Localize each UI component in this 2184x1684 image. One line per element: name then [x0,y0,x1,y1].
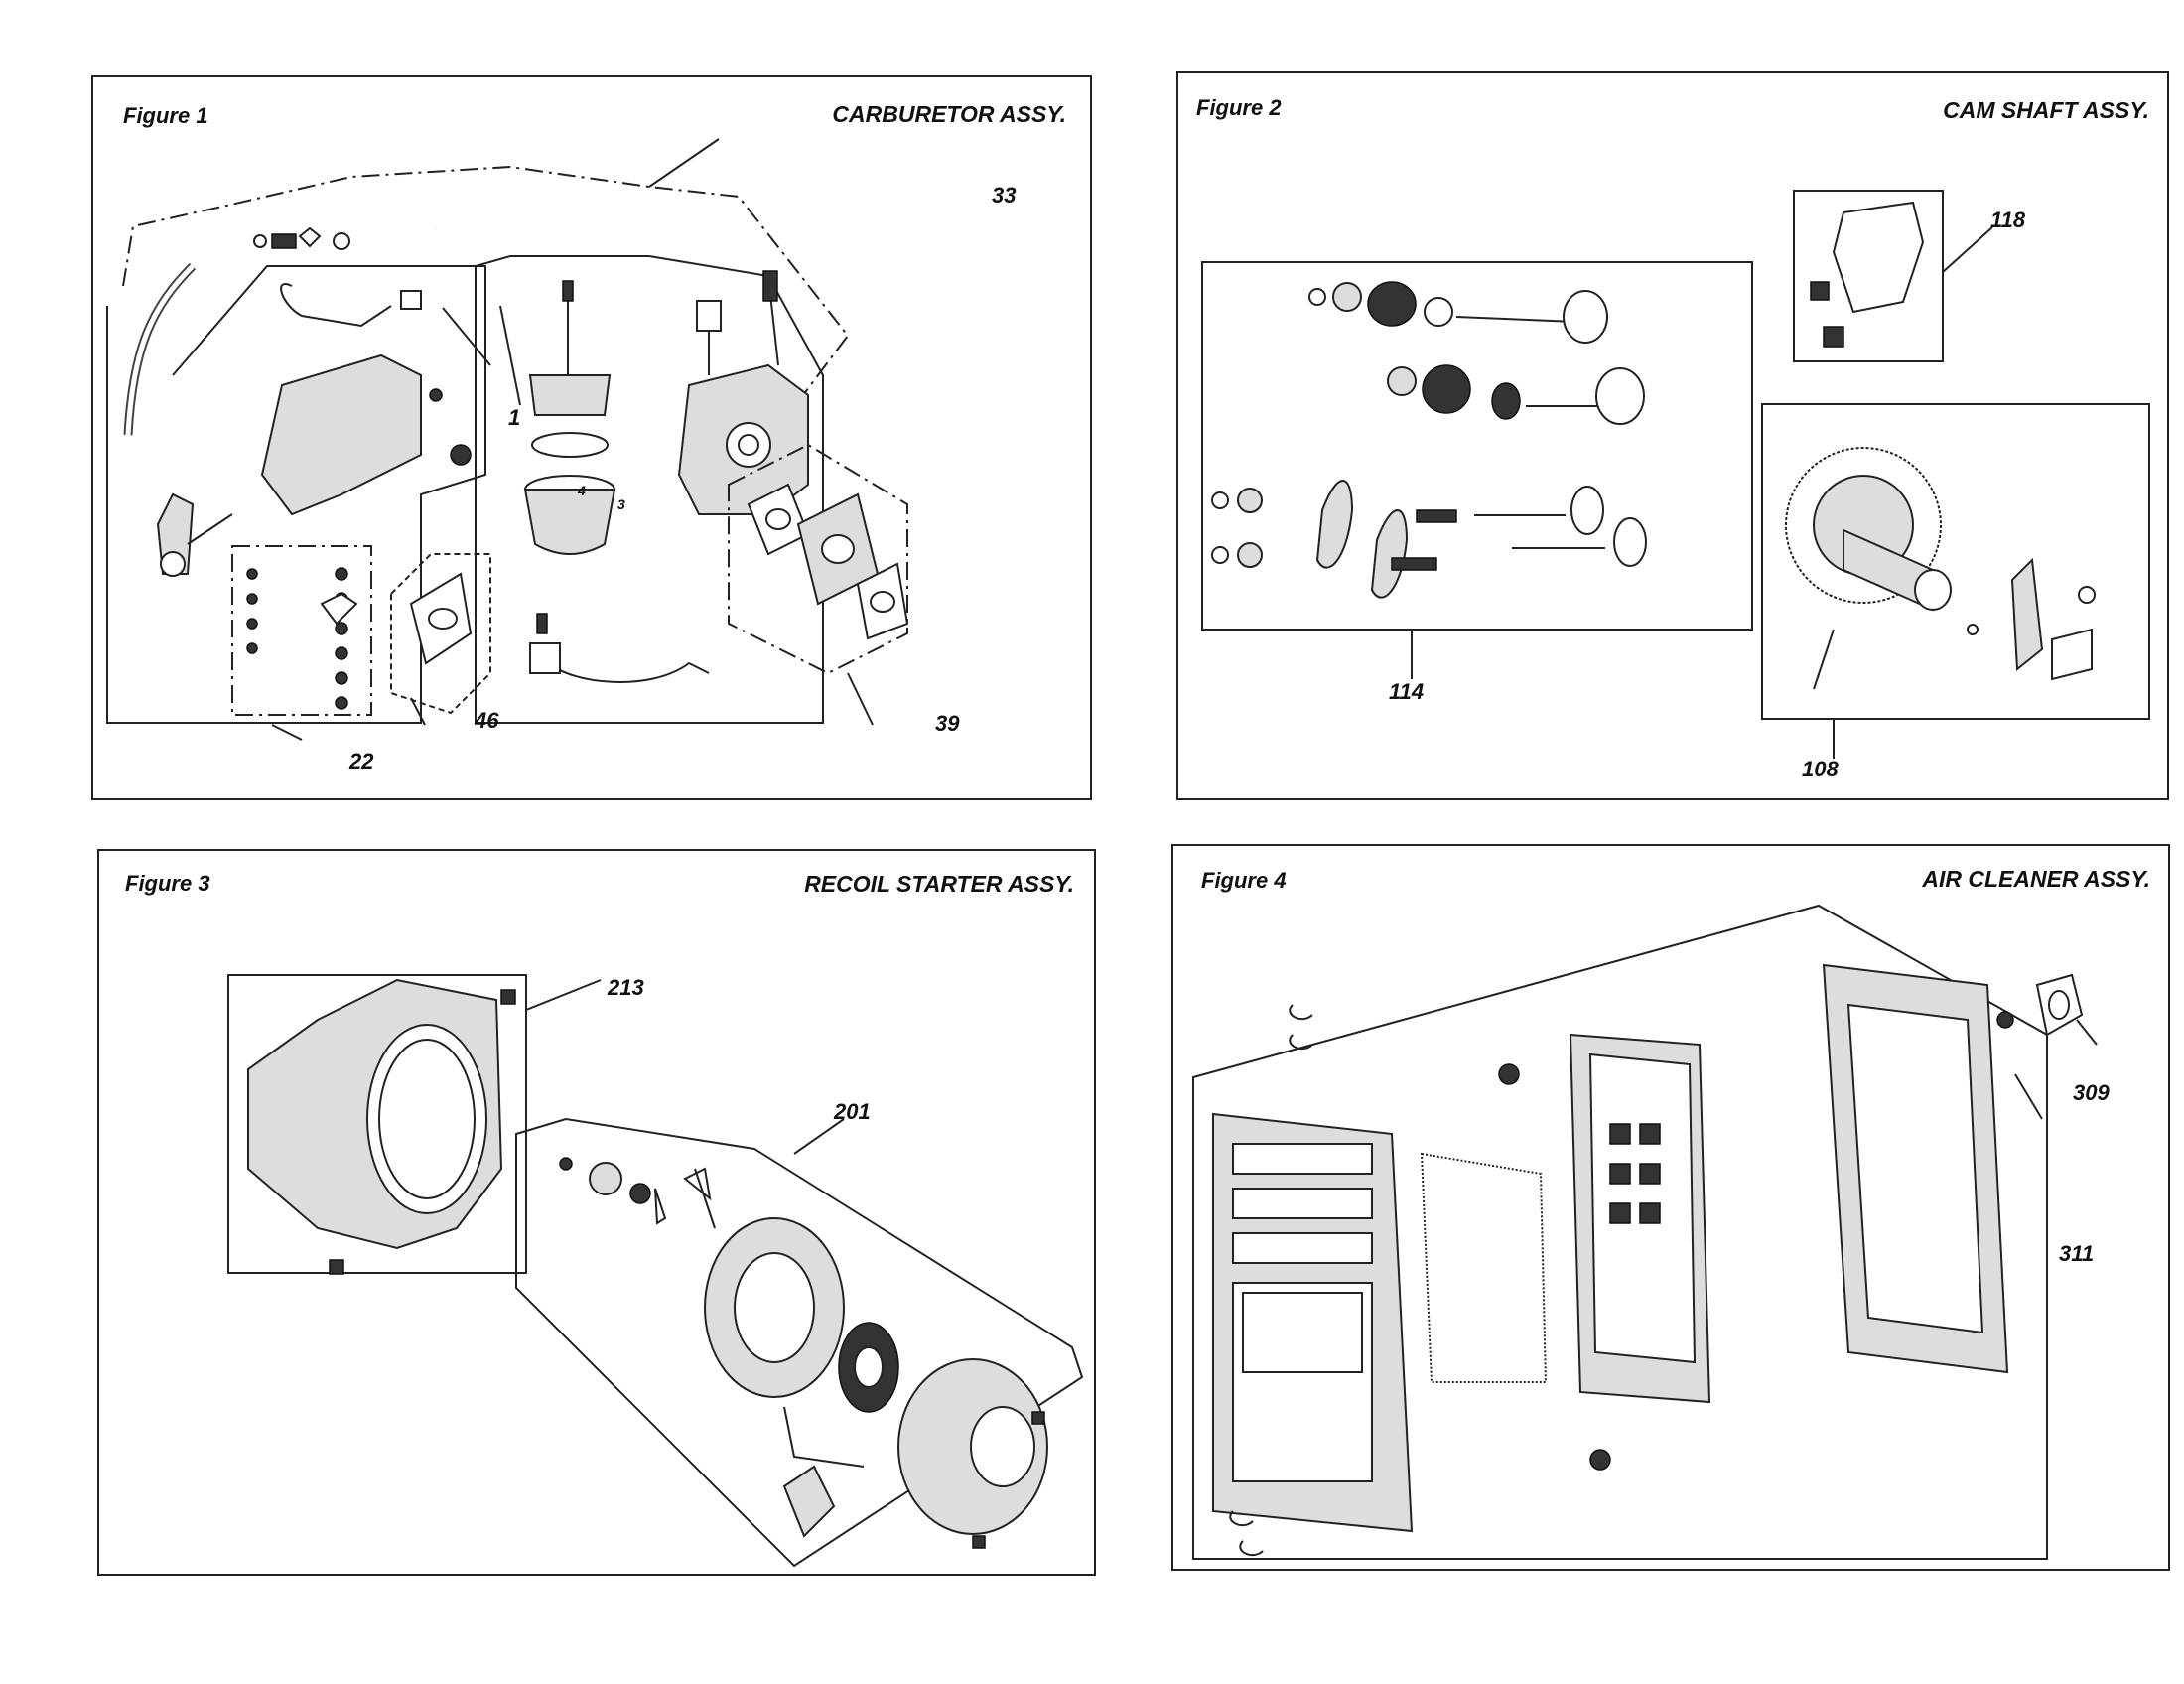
small-parts-inset [231,545,372,716]
figure-label: Figure 4 [1201,868,1287,893]
plate-group-box [1793,190,1944,362]
exhaust-valve [1595,367,1645,425]
callout-213: 213 [608,975,644,1000]
float [528,374,612,416]
callout-201: 201 [834,1099,871,1124]
air-cleaner-outline [1192,904,2048,1560]
valve-group-box [1201,261,1753,631]
filter-element [1420,1152,1548,1383]
figure-title: CAM SHAFT ASSY. [1943,97,2149,123]
breather-plate [1832,201,1925,314]
callout-4: 4 [578,483,586,498]
callout-1: 1 [508,405,521,430]
callout-108: 108 [1802,757,1839,781]
figure-3-panel: Figure 3 RECOIL STARTER ASSY. [97,849,1096,1576]
intake-valve [1563,290,1608,344]
carburetor-assembly-drawing [106,138,909,741]
figure-2-panel: Figure 2 CAM SHAFT ASSY. [1176,71,2169,800]
rocker-arm-2 [1370,509,1409,599]
figure-title: RECOIL STARTER ASSY. [804,871,1074,897]
starter-box [515,1117,1084,1568]
callout-118: 118 [1990,208,2026,232]
hose-group-outline [122,165,850,416]
float-bowl [523,489,616,555]
fan-cover-box [227,974,527,1274]
rocker-arm-1 [1315,480,1354,569]
callout-3: 3 [617,496,625,512]
carburetor-box [475,255,824,724]
air-cleaner-drawing [1192,904,2098,1560]
choke-bracket [260,353,422,516]
figure-4-panel: Figure 4 AIR CLEANER ASSY. [1171,844,2170,1571]
recoil-starter-drawing [227,974,1084,1568]
callout-33: 33 [992,183,1017,208]
choke-group-box [106,265,486,724]
figure-label: Figure 2 [1196,95,1282,120]
callout-39: 39 [935,711,960,736]
figure-label: Figure 1 [123,103,208,128]
camshaft-assembly-drawing [1201,190,2150,759]
callout-22: 22 [349,749,374,773]
camshaft-box [1761,403,2150,720]
figure-title: AIR CLEANER ASSY. [1922,866,2150,892]
starter-handle [782,1465,836,1538]
callout-309: 309 [2073,1080,2110,1105]
figure-title: CARBURETOR ASSY. [832,101,1066,127]
callout-311: 311 [2059,1241,2095,1266]
left-hose [123,262,197,436]
figure-label: Figure 3 [125,871,210,896]
callout-114: 114 [1389,679,1425,704]
figure-1-panel: Figure 1 CARBURETOR ASSY. [91,75,1092,800]
callout-46: 46 [475,708,499,733]
